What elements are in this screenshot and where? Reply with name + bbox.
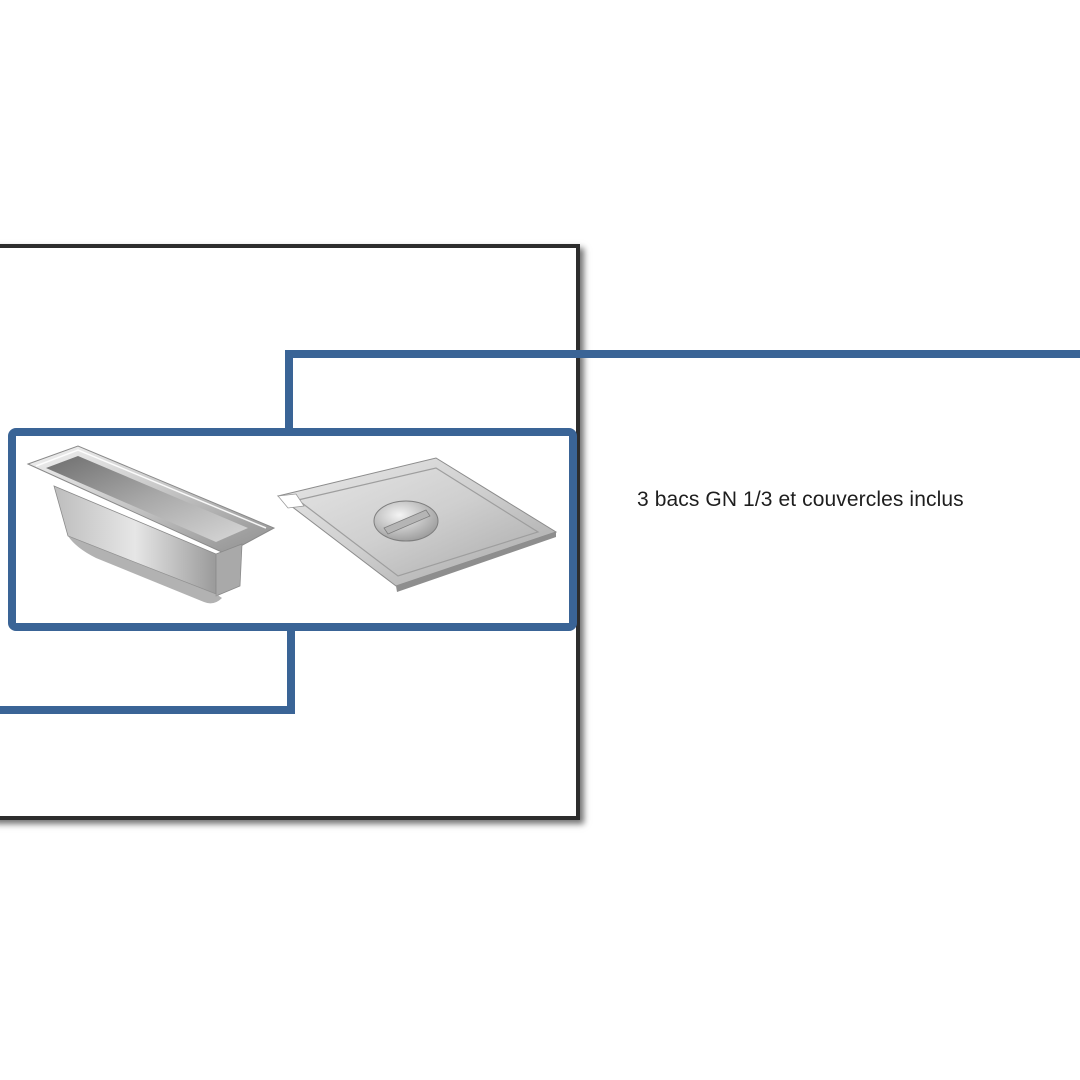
feature-caption: 3 bacs GN 1/3 et couvercles inclus [637,488,964,511]
product-image-panel [8,428,577,631]
gastronorm-pan-icon [26,445,276,604]
product-illustration [26,445,558,604]
gastronorm-lid-icon [276,457,558,592]
